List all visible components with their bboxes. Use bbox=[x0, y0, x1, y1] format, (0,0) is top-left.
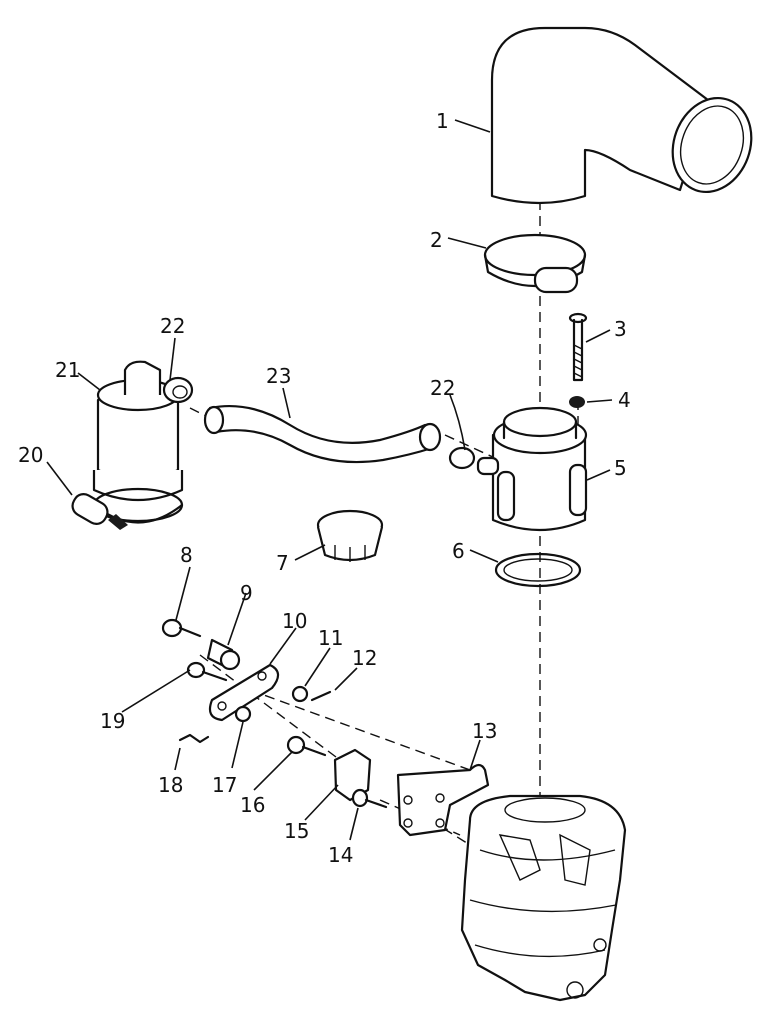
plug-cap bbox=[316, 509, 384, 562]
canister-filter bbox=[92, 360, 194, 502]
screw-19 bbox=[186, 661, 206, 679]
adapter-housing bbox=[476, 406, 588, 532]
vent-hose bbox=[203, 405, 442, 464]
callout-23: 23 bbox=[266, 364, 291, 388]
carburetor bbox=[460, 794, 627, 1002]
callout-labels: 1 2 3 4 5 6 7 8 9 10 11 12 13 14 15 16 1… bbox=[18, 109, 631, 867]
leader-lines bbox=[46, 119, 613, 841]
callout-16: 16 bbox=[240, 793, 265, 817]
callout-4: 4 bbox=[618, 388, 631, 412]
callout-14: 14 bbox=[328, 843, 353, 867]
cotter-pin-12 bbox=[310, 690, 332, 702]
nut bbox=[569, 396, 585, 408]
callout-13: 13 bbox=[472, 719, 497, 743]
hose-clamp-lower bbox=[71, 487, 184, 530]
screw-8 bbox=[161, 618, 183, 638]
washer-17 bbox=[234, 705, 252, 723]
callout-22-right: 22 bbox=[430, 376, 455, 400]
screw bbox=[568, 312, 588, 382]
linkage-hardware bbox=[161, 618, 490, 837]
callout-2: 2 bbox=[430, 228, 443, 252]
callout-20: 20 bbox=[18, 443, 43, 467]
callout-18: 18 bbox=[158, 773, 183, 797]
callout-5: 5 bbox=[614, 456, 627, 480]
screw-16 bbox=[286, 735, 306, 755]
link-plate-10 bbox=[208, 663, 280, 722]
callout-1: 1 bbox=[436, 109, 449, 133]
callout-10: 10 bbox=[282, 609, 307, 633]
callout-8: 8 bbox=[180, 543, 193, 567]
callout-3: 3 bbox=[614, 317, 627, 341]
small-hose-clamp bbox=[448, 446, 476, 470]
hose-clamp-upper bbox=[483, 233, 587, 294]
screw-14 bbox=[351, 788, 369, 808]
washer-11 bbox=[291, 685, 309, 703]
callout-7: 7 bbox=[276, 551, 289, 575]
callout-12: 12 bbox=[352, 646, 377, 670]
gasket-ring bbox=[494, 552, 582, 588]
callout-6: 6 bbox=[452, 539, 465, 563]
callout-9: 9 bbox=[240, 581, 253, 605]
callout-21: 21 bbox=[55, 358, 80, 382]
callout-15: 15 bbox=[284, 819, 309, 843]
bracket-15 bbox=[333, 748, 372, 802]
callout-11: 11 bbox=[318, 626, 343, 650]
callout-19: 19 bbox=[100, 709, 125, 733]
spring-clip-18 bbox=[178, 733, 210, 744]
elbow-duct bbox=[490, 26, 753, 205]
callout-17: 17 bbox=[212, 773, 237, 797]
callout-22-left: 22 bbox=[160, 314, 185, 338]
